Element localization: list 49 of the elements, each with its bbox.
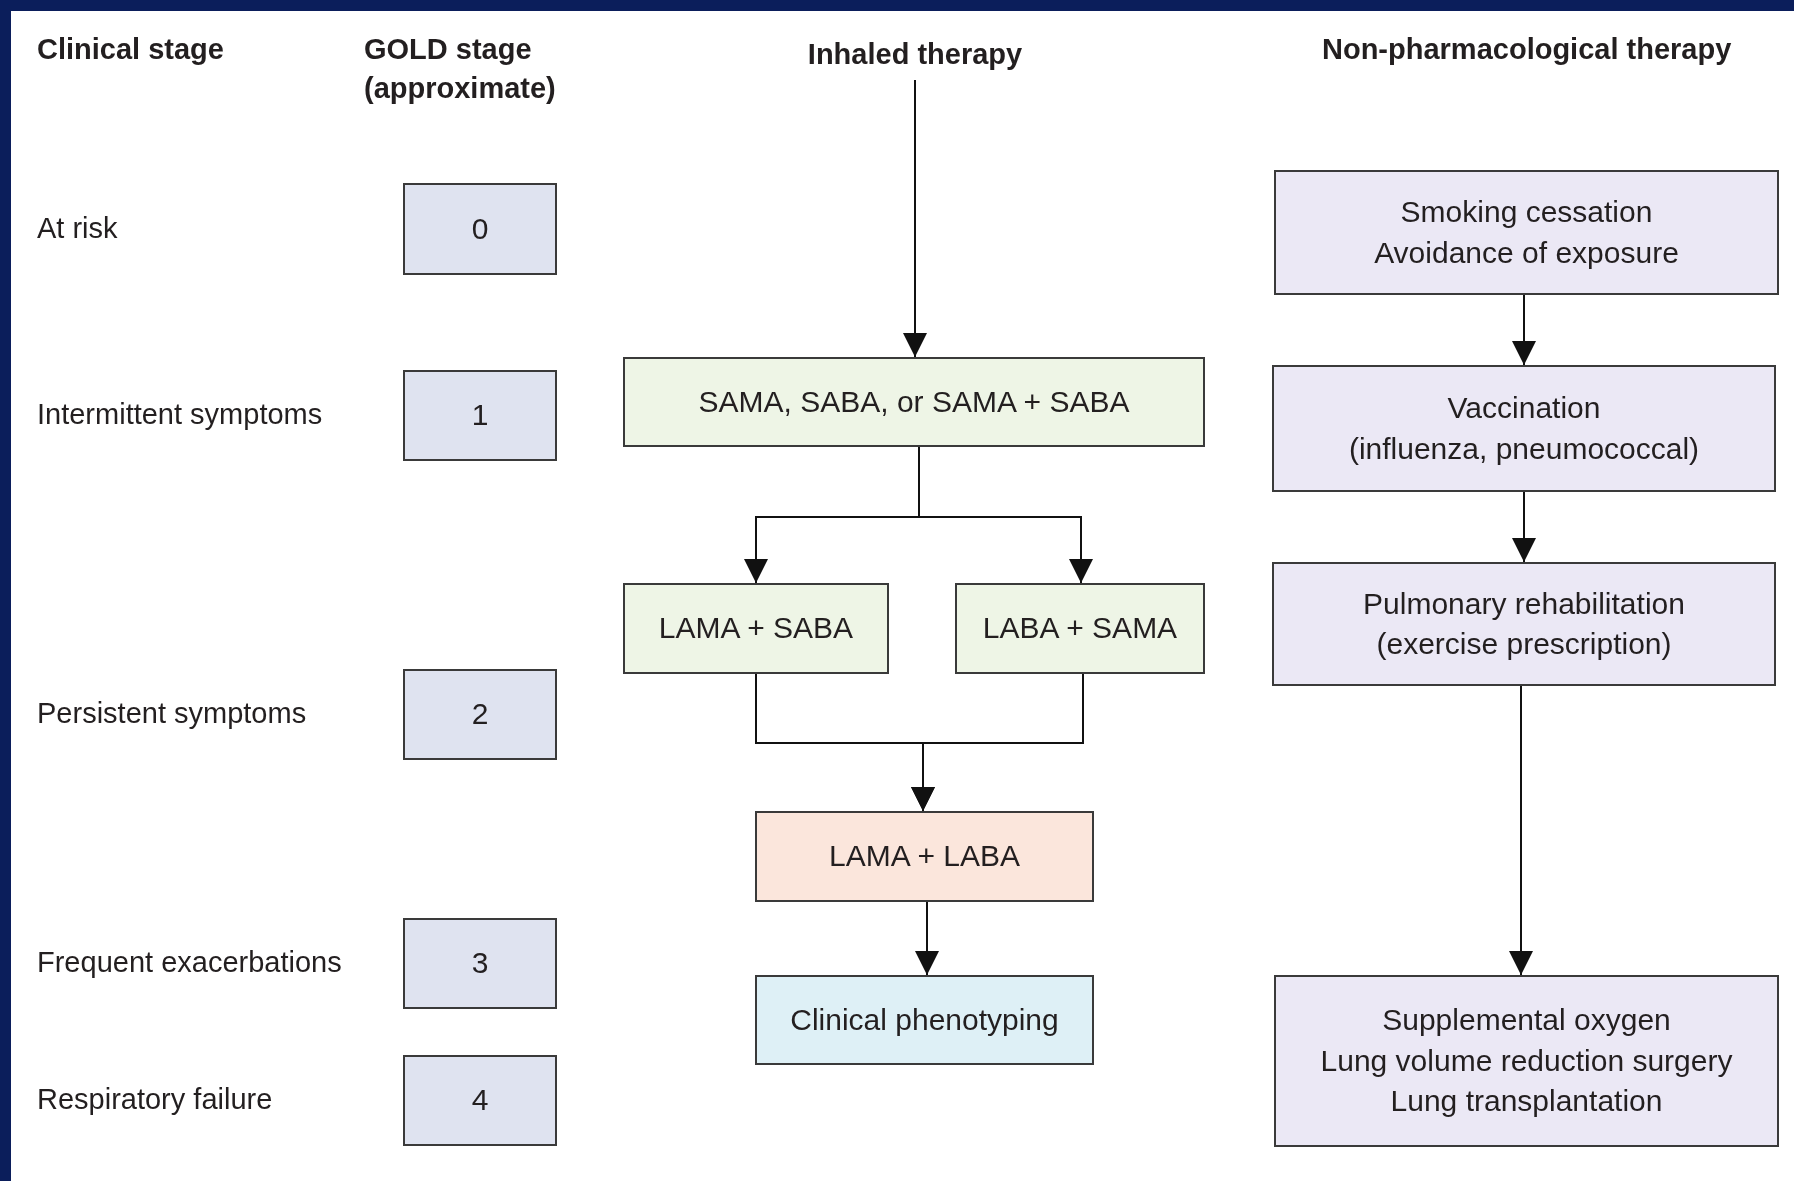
arrow (918, 446, 1093, 584)
stage-number: 4 (471, 1082, 489, 1119)
therapy-box (755, 975, 1094, 1065)
therapy-text: Smoking cessation (1400, 194, 1653, 230)
therapy-box (1274, 170, 1779, 295)
therapy-text: Lung transplantation (1390, 1083, 1663, 1120)
arrow (1512, 294, 1536, 366)
arrow (911, 673, 1084, 812)
column-header: Inhaled therapy (807, 37, 1023, 73)
stage-number: 3 (471, 945, 489, 982)
therapy-box (1274, 975, 1779, 1147)
stage-number: 1 (471, 397, 489, 434)
therapy-text: LABA + SAMA (982, 610, 1178, 647)
therapy-text: SAMA, SABA, or SAMA + SABA (698, 383, 1130, 420)
therapy-text: Avoidance of exposure (1374, 234, 1679, 271)
stage-label: Persistent symptoms (37, 696, 307, 732)
stage-label: Frequent exacerbations (37, 945, 342, 981)
therapy-box (955, 583, 1205, 674)
therapy-text: LAMA + LABA (829, 838, 1020, 875)
therapy-text: (influenza, pneumococcal) (1348, 430, 1700, 467)
arrow (915, 901, 939, 976)
therapy-box (623, 583, 889, 674)
therapy-box (1272, 562, 1776, 686)
therapy-box (755, 811, 1094, 902)
stage-label: Intermittent symptoms (37, 397, 323, 433)
therapy-box (623, 357, 1205, 447)
therapy-text: LAMA + SABA (658, 610, 854, 647)
therapy-text: (exercise prescription) (1376, 626, 1672, 662)
stage-box (403, 669, 557, 760)
stage-label: Respiratory failure (37, 1082, 273, 1118)
stage-number: 0 (471, 210, 489, 247)
arrow (1509, 685, 1533, 976)
stage-box (403, 370, 557, 461)
arrow (903, 79, 927, 358)
therapy-text: Supplemental oxygen (1382, 1002, 1671, 1039)
stage-label: At risk (37, 211, 118, 247)
stage-box (403, 918, 557, 1009)
therapy-text: Pulmonary rehabilitation (1363, 585, 1685, 622)
arrow (1512, 491, 1536, 563)
stage-box (403, 1055, 557, 1146)
stage-number: 2 (471, 696, 489, 733)
therapy-text: Vaccination (1447, 390, 1601, 426)
therapy-text: Clinical phenotyping (790, 1001, 1059, 1038)
therapy-text: Lung volume reduction surgery (1320, 1042, 1733, 1079)
stage-box (403, 183, 557, 275)
column-header: Clinical stage (37, 32, 224, 67)
therapy-box (1272, 365, 1776, 492)
column-header: GOLD stage (approximate) (364, 32, 557, 107)
column-header: Non-pharmacological therapy (1322, 32, 1732, 67)
